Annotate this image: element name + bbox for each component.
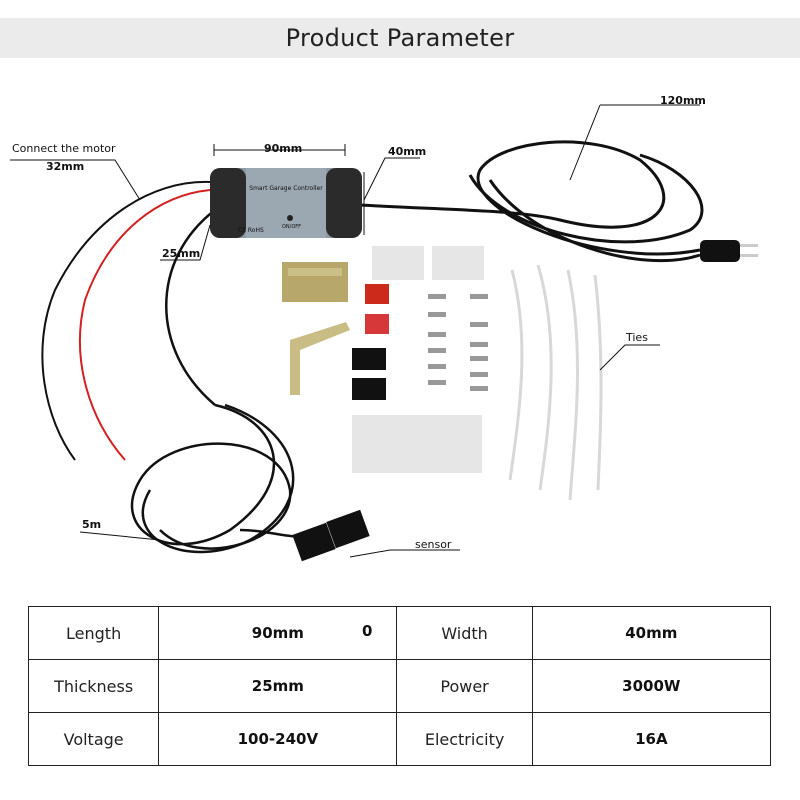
device-onoff-text: ON/OFF (282, 224, 301, 230)
param-value: 16A (531, 712, 772, 766)
param-value: 100-240V (158, 712, 398, 766)
black-wire (41, 180, 211, 461)
screws (428, 294, 488, 391)
param-key: Width (396, 606, 533, 660)
push-buttons (352, 284, 389, 400)
power-cord (359, 140, 704, 263)
param-value: 40mm (531, 606, 772, 660)
table-row: Thickness 25mm Power 3000W (27, 659, 772, 713)
label-120mm: 120mm (660, 94, 706, 107)
plug (700, 240, 758, 262)
param-value: 90mm (158, 606, 398, 660)
param-value: 3000W (531, 659, 772, 713)
param-key: Thickness (27, 659, 160, 713)
cable-ties (508, 264, 603, 501)
stray-mark: 0 (362, 622, 373, 640)
title-banner: Product Parameter (0, 18, 800, 58)
product-illustration: Smart Garage Controller CE RoHS ON/OFF (10, 94, 758, 562)
page-title: Product Parameter (285, 24, 515, 52)
table-row: Voltage 100-240V Electricity 16A (27, 712, 772, 766)
label-25mm: 25mm (162, 247, 200, 260)
label-32mm: 32mm (46, 160, 84, 173)
red-wire (78, 189, 211, 461)
controller-device: Smart Garage Controller CE RoHS ON/OFF (210, 168, 362, 238)
parameter-table: Length 90mm Width 40mm Thickness 25mm Po… (27, 606, 772, 766)
label-5m: 5m (82, 518, 101, 531)
table-row: Length 90mm Width 40mm (27, 606, 772, 660)
label-connect-motor: Connect the motor (12, 142, 116, 155)
label-90mm: 90mm (264, 142, 302, 155)
sensor-cable (130, 209, 311, 554)
adhesive-pads (352, 246, 484, 473)
label-sensor: sensor (415, 538, 452, 551)
accessory-bracket-2 (290, 322, 350, 395)
sensor-block (292, 509, 370, 562)
param-key: Length (27, 606, 160, 660)
accessory-bracket-1 (282, 262, 348, 302)
label-ties: Ties (625, 331, 648, 344)
device-name-text: Smart Garage Controller (249, 185, 323, 192)
device-ce-text: CE RoHS (238, 227, 264, 234)
param-key: Electricity (396, 712, 533, 766)
param-key: Power (396, 659, 533, 713)
param-value: 25mm (158, 659, 398, 713)
label-40mm: 40mm (388, 145, 426, 158)
device-button (287, 215, 293, 221)
dimension-lines (10, 104, 700, 558)
param-key: Voltage (27, 712, 160, 766)
